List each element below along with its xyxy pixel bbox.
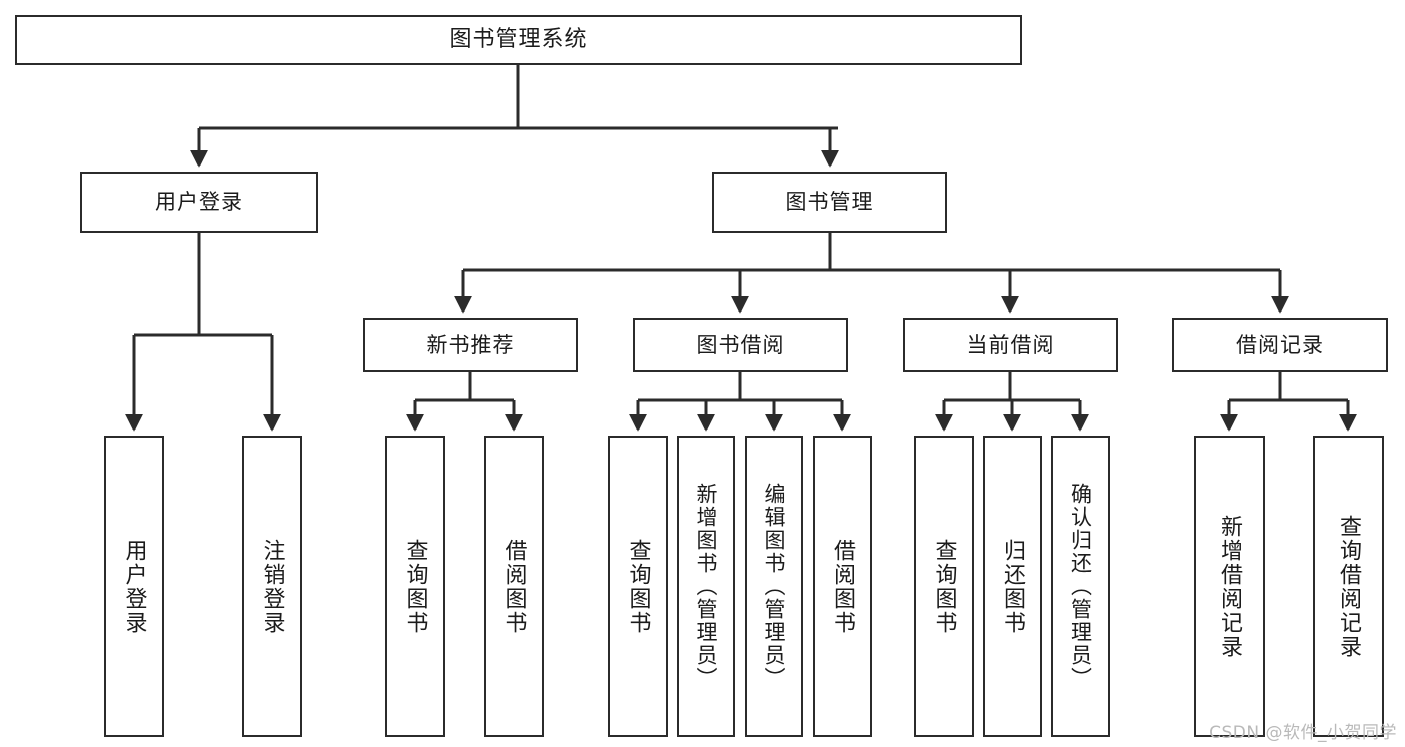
- node-leaf-add-record[interactable]: 新增借阅记录: [1194, 436, 1265, 737]
- node-borrow-record-label: 借阅记录: [1236, 332, 1324, 357]
- node-leaf-return-book-label: 归还图书: [1000, 538, 1026, 635]
- node-leaf-add-record-label: 新增借阅记录: [1217, 514, 1243, 659]
- node-user-login-label: 用户登录: [155, 190, 243, 215]
- node-borrow-record[interactable]: 借阅记录: [1172, 318, 1388, 372]
- node-leaf-confirm-return-label: 确认归还（管理员）: [1068, 483, 1093, 690]
- node-book-borrow[interactable]: 图书借阅: [633, 318, 848, 372]
- node-book-manage-label: 图书管理: [785, 190, 874, 215]
- node-user-login[interactable]: 用户登录: [80, 172, 318, 233]
- node-leaf-query-record[interactable]: 查询借阅记录: [1313, 436, 1384, 737]
- node-leaf-logout-label: 注销登录: [259, 538, 285, 635]
- node-book-borrow-label: 图书借阅: [696, 332, 785, 357]
- node-leaf-user-login-label: 用户登录: [121, 538, 147, 635]
- node-leaf-user-login[interactable]: 用户登录: [104, 436, 164, 737]
- node-leaf-borrow-book-label: 借阅图书: [830, 538, 856, 635]
- node-leaf-query-book-cur[interactable]: 查询图书: [914, 436, 974, 737]
- node-leaf-return-book[interactable]: 归还图书: [983, 436, 1042, 737]
- node-leaf-confirm-return[interactable]: 确认归还（管理员）: [1051, 436, 1110, 737]
- node-leaf-borrow-book[interactable]: 借阅图书: [813, 436, 872, 737]
- node-leaf-edit-book[interactable]: 编辑图书（管理员）: [745, 436, 803, 737]
- node-current-borrow-label: 当前借阅: [966, 332, 1055, 357]
- node-new-book-recommend-label: 新书推荐: [426, 332, 515, 357]
- node-leaf-query-book-cur-label: 查询图书: [931, 538, 957, 635]
- node-new-book-recommend[interactable]: 新书推荐: [363, 318, 578, 372]
- node-root-label: 图书管理系统: [449, 27, 588, 53]
- node-book-manage[interactable]: 图书管理: [712, 172, 947, 233]
- node-leaf-query-book-rec-label: 查询图书: [402, 538, 428, 635]
- node-leaf-borrow-book-rec-label: 借阅图书: [501, 538, 527, 635]
- node-current-borrow[interactable]: 当前借阅: [903, 318, 1118, 372]
- node-leaf-query-book-rec[interactable]: 查询图书: [385, 436, 445, 737]
- node-leaf-edit-book-label: 编辑图书（管理员）: [762, 483, 787, 690]
- watermark: CSDN @软件_小贺同学: [1209, 723, 1397, 743]
- node-leaf-query-book-borrow-label: 查询图书: [625, 538, 651, 635]
- node-leaf-borrow-book-rec[interactable]: 借阅图书: [484, 436, 544, 737]
- node-leaf-logout[interactable]: 注销登录: [242, 436, 302, 737]
- node-leaf-add-book[interactable]: 新增图书（管理员）: [677, 436, 735, 737]
- node-leaf-query-book-borrow[interactable]: 查询图书: [608, 436, 668, 737]
- node-leaf-query-record-label: 查询借阅记录: [1336, 514, 1362, 659]
- node-root[interactable]: 图书管理系统: [15, 15, 1022, 65]
- node-leaf-add-book-label: 新增图书（管理员）: [694, 483, 719, 690]
